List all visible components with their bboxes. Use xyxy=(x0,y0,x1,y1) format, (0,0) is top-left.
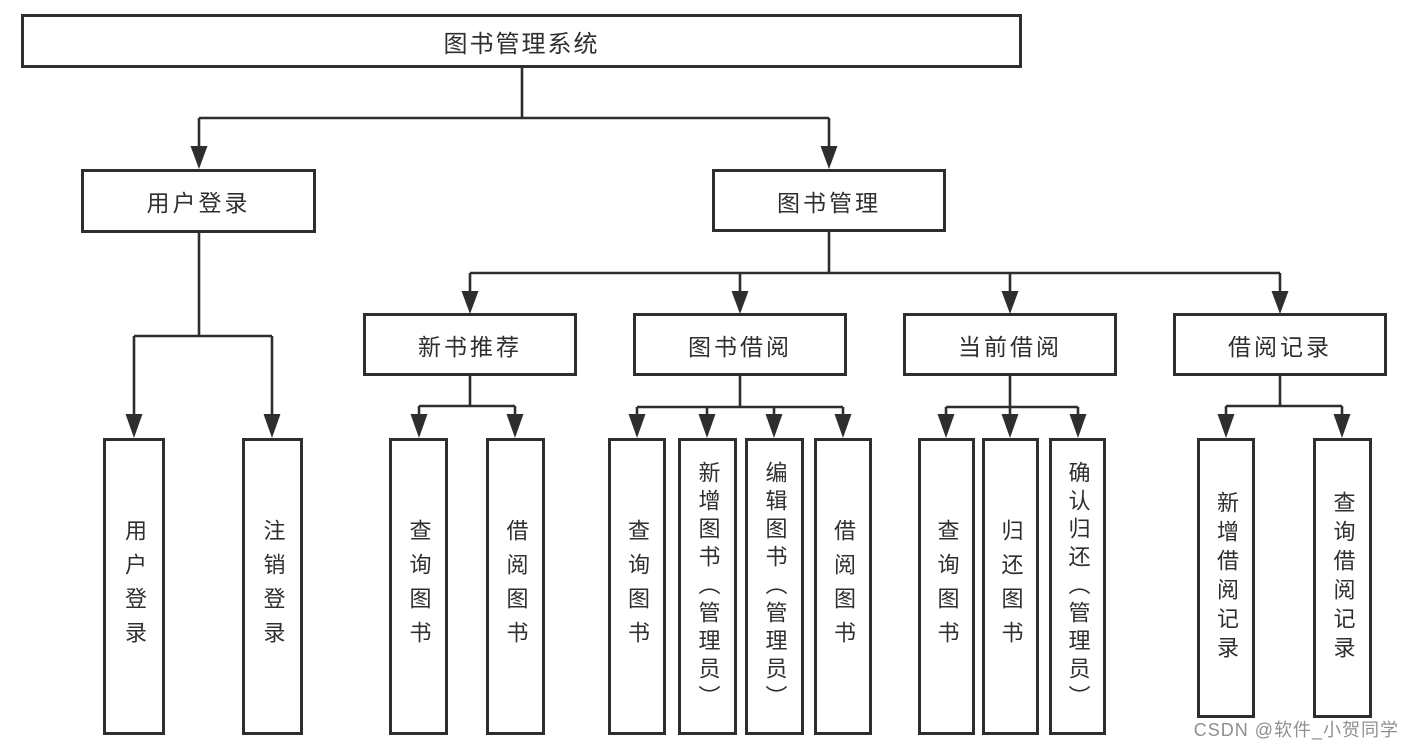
node-leaf-confirm-return-admin: 确认归还（管理员） xyxy=(1049,438,1106,735)
node-current-borrowing-label: 当前借阅 xyxy=(958,333,1062,360)
node-leaf-confirm-return-admin-label: 确认归还（管理员） xyxy=(1065,460,1091,713)
node-leaf-add-book-admin: 新增图书（管理员） xyxy=(678,438,737,735)
node-user-login: 用户登录 xyxy=(81,169,316,233)
node-leaf-query-books-borrow: 查询图书 xyxy=(608,438,666,735)
node-user-login-label: 用户登录 xyxy=(146,190,251,216)
node-leaf-logout-label: 注销登录 xyxy=(260,518,286,655)
node-leaf-add-book-admin-label: 新增图书（管理员） xyxy=(695,460,721,713)
node-new-book-recommend-label: 新书推荐 xyxy=(418,333,522,360)
node-leaf-user-login: 用户登录 xyxy=(103,438,165,735)
node-leaf-user-login-label: 用户登录 xyxy=(122,518,147,655)
node-leaf-borrow-books-recommend: 借阅图书 xyxy=(486,438,545,735)
node-leaf-query-books-current-label: 查询图书 xyxy=(934,518,960,655)
csdn-watermark: CSDN @软件_小贺同学 xyxy=(1193,720,1399,740)
node-root: 图书管理系统 xyxy=(21,14,1022,68)
node-leaf-query-books-recommend: 查询图书 xyxy=(389,438,448,735)
node-leaf-logout: 注销登录 xyxy=(242,438,303,735)
node-current-borrowing: 当前借阅 xyxy=(903,313,1117,376)
node-leaf-add-borrow-record: 新增借阅记录 xyxy=(1197,438,1255,718)
node-leaf-borrow-books-label: 借阅图书 xyxy=(831,518,856,655)
node-book-borrowing-label: 图书借阅 xyxy=(688,333,792,360)
node-book-management: 图书管理 xyxy=(712,169,946,232)
node-leaf-query-books-recommend-label: 查询图书 xyxy=(406,518,432,655)
node-root-label: 图书管理系统 xyxy=(443,30,600,58)
node-leaf-edit-book-admin: 编辑图书（管理员） xyxy=(745,438,804,735)
node-leaf-borrow-books-recommend-label: 借阅图书 xyxy=(503,518,529,655)
node-book-management-label: 图书管理 xyxy=(777,189,881,216)
node-leaf-query-borrow-record-label: 查询借阅记录 xyxy=(1330,491,1356,665)
node-new-book-recommend: 新书推荐 xyxy=(363,313,577,376)
node-leaf-borrow-books: 借阅图书 xyxy=(814,438,872,735)
node-leaf-add-borrow-record-label: 新增借阅记录 xyxy=(1214,491,1239,665)
node-leaf-query-borrow-record: 查询借阅记录 xyxy=(1313,438,1372,718)
node-leaf-return-book: 归还图书 xyxy=(982,438,1039,735)
node-borrowing-records: 借阅记录 xyxy=(1173,313,1387,376)
node-leaf-query-books-current: 查询图书 xyxy=(918,438,975,735)
node-leaf-query-books-borrow-label: 查询图书 xyxy=(625,518,650,655)
node-leaf-return-book-label: 归还图书 xyxy=(998,518,1024,655)
node-borrowing-records-label: 借阅记录 xyxy=(1228,333,1332,360)
node-leaf-edit-book-admin-label: 编辑图书（管理员） xyxy=(762,460,788,713)
node-book-borrowing: 图书借阅 xyxy=(633,313,847,376)
